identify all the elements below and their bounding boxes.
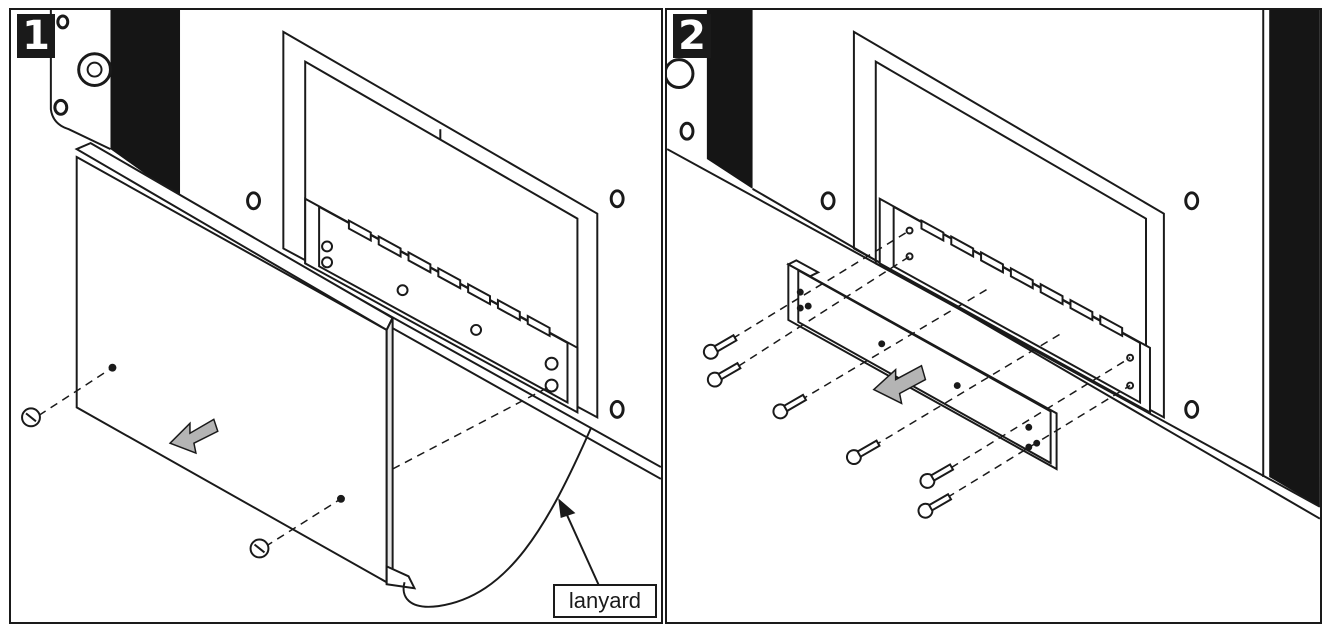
- screw-icon: [702, 333, 955, 519]
- step-number-badge: 2: [673, 14, 711, 58]
- mounting-holes: [820, 191, 1200, 419]
- connector-rail: [304, 197, 579, 415]
- mounting-holes: [246, 189, 625, 419]
- screw-icon: [21, 407, 41, 428]
- step-2-panel: 2: [665, 8, 1322, 624]
- step-1-panel: 1 lanyard: [9, 8, 663, 624]
- step-number-badge: 1: [17, 14, 55, 58]
- knob: [77, 52, 112, 87]
- step-1-illustration: [21, 10, 661, 608]
- heatsink-fins: [110, 10, 181, 199]
- cover-plate: [74, 142, 417, 590]
- lanyard-callout-label: lanyard: [552, 584, 657, 618]
- knob: [667, 58, 695, 89]
- lanyard-cable: [402, 426, 593, 608]
- heatsink-fins: [706, 10, 1320, 507]
- screw-icon: [249, 538, 270, 559]
- direction-arrow-icon: [168, 418, 219, 455]
- direction-arrow-icon: [872, 364, 927, 405]
- connector-rail: [878, 197, 1151, 415]
- step-2-illustration: [667, 10, 1320, 520]
- lanyard-pointer: [558, 498, 601, 587]
